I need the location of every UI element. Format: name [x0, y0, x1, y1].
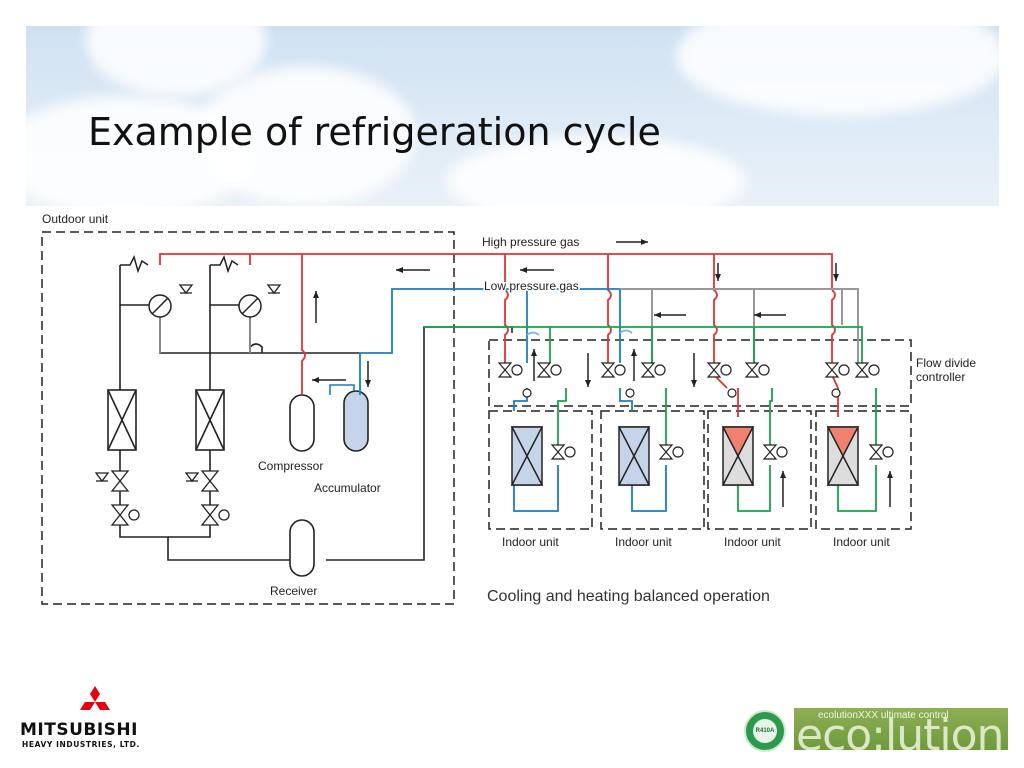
accumulator-label: Accumulator [314, 481, 381, 495]
compressor [289, 394, 315, 452]
low-pressure-label: Low pressure gas [484, 279, 579, 293]
receiver [289, 519, 315, 577]
flow-arrows [312, 239, 893, 507]
outdoor-unit-box [41, 231, 455, 605]
flow-divide-label: controller [916, 370, 965, 384]
company-name: MITSUBISHI [20, 720, 138, 740]
compressor-label: Compressor [258, 459, 323, 473]
three-diamond-icon [80, 686, 110, 710]
gray-gas-line [620, 288, 859, 363]
accumulator [343, 390, 369, 452]
indoor-unit-box [707, 410, 812, 530]
receiver-label: Receiver [270, 584, 317, 598]
capillary-symbol [210, 254, 239, 274]
indoor-unit-label: Indoor unit [833, 535, 890, 549]
capillary-symbol [120, 254, 149, 274]
indoor-unit-label: Indoor unit [724, 535, 781, 549]
outdoor-heat-exchanger [107, 389, 137, 451]
indoor-coil-cooling [510, 426, 544, 486]
gray-bypass-line [159, 305, 251, 353]
company-subtitle: HEAVY INDUSTRIES, LTD. [22, 740, 140, 749]
slide-title: Example of refrigeration cycle [88, 110, 661, 154]
indoor-unit-label: Indoor unit [502, 535, 559, 549]
indoor-unit-box [488, 410, 593, 530]
diagram-caption: Cooling and heating balanced operation [487, 588, 770, 605]
liquid-line [424, 326, 877, 512]
ecolution-logo: eco:lution ecolutionXXX ultimate control [794, 708, 1008, 750]
indoor-coil-heating [826, 426, 860, 486]
refrigeration-cycle-diagram: Outdoor unit [41, 212, 976, 605]
indoor-unit-box [815, 410, 912, 530]
low-pressure-line [329, 288, 667, 512]
expansion-valve-group [94, 470, 230, 526]
indoor-coil-cooling [617, 426, 651, 486]
indoor-coil-heating [721, 426, 755, 486]
brand-tagline: ecolutionXXX ultimate control [818, 710, 949, 721]
title-banner [26, 26, 999, 206]
high-pressure-line [159, 253, 839, 417]
r410a-badge-text: R410A [753, 719, 777, 743]
four-way-valve [148, 294, 172, 318]
flow-controller-valves [497, 362, 880, 398]
indoor-unit-box [600, 410, 705, 530]
brand-word: eco:lution [796, 710, 1004, 751]
check-valve [178, 284, 282, 295]
outdoor-heat-exchanger [195, 389, 225, 451]
r410a-badge: R410A [744, 710, 786, 752]
high-pressure-label: High pressure gas [482, 235, 579, 249]
indoor-expansion-valves [550, 444, 894, 460]
mitsubishi-logo: MITSUBISHI HEAVY INDUSTRIES, LTD. [20, 686, 170, 750]
indoor-unit-label: Indoor unit [615, 535, 672, 549]
flow-divide-label: Flow divide [916, 356, 976, 370]
outdoor-unit-label: Outdoor unit [42, 212, 109, 226]
flow-divide-controller-box [488, 339, 912, 407]
four-way-valve [238, 294, 262, 318]
